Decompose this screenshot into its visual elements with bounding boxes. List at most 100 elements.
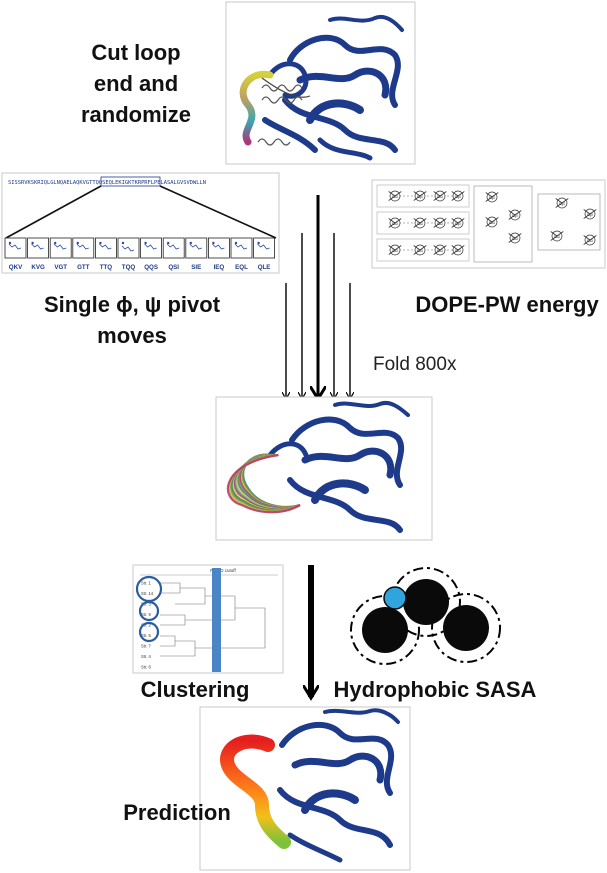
prediction-panel (199, 706, 411, 871)
step-prediction-label: Prediction (123, 800, 231, 825)
fragment-label-5: TQQ (122, 264, 136, 271)
svg-text:Cα: Cα (392, 248, 398, 253)
svg-text:Cβ: Cβ (417, 194, 423, 199)
atom-1b: Cα (413, 217, 427, 229)
dendrogram-leaf-3: Str. 9 (141, 612, 151, 617)
step-cut-loop-line-2: end and (94, 71, 178, 96)
step-cut-loop-line-1: Cut loop (91, 40, 180, 65)
dendrogram-leaf-8: Str. 6 (141, 665, 151, 670)
step-pivot-moves-line-2: moves (97, 323, 167, 348)
atom-0d: Cβ (451, 190, 465, 202)
dendrogram-panel: RMSD cutoff Str. 1 Str. 14 Str. 3 Str. 9 Str… (132, 564, 284, 674)
svg-text:Cα: Cα (554, 234, 560, 239)
step-fold-label: Fold 800x (373, 354, 457, 375)
dendrogram-cutoff-label: RMSD cutoff (210, 568, 236, 573)
ca-atom-0c: Cα (433, 190, 447, 202)
fragment-label-11: QLE (258, 264, 271, 271)
fragment-4: TTQ (95, 237, 117, 271)
svg-text:Cβ: Cβ (455, 194, 461, 199)
sequence-window-highlight (100, 176, 161, 187)
atom-2b: Cα (413, 244, 427, 256)
protein-ribbon-prediction (277, 708, 400, 863)
svg-text:Cα: Cα (512, 236, 518, 241)
svg-text:Cβ: Cβ (455, 221, 461, 226)
ca-atom-right-1: Cα (550, 230, 564, 242)
svg-text:Cα: Cα (437, 248, 443, 253)
fragment-row: QKV KVG VGT GTT TTQ TQQ QQS QSI SIE IEQ EQL QLE (4, 237, 276, 271)
ca-atom-1a: Cα (388, 217, 402, 229)
dendrogram-leaf-1: Str. 14 (141, 591, 154, 596)
ca-atom-mid-1: Cα (485, 216, 499, 228)
fragment-label-3: GTT (77, 264, 90, 271)
loop-ensemble (226, 453, 301, 514)
hydrophobic-atom-2 (403, 579, 449, 625)
dendrogram-leaf-6: Str. 7 (141, 644, 151, 649)
step-pivot-moves-line-1: Single ϕ, ψ pivot (44, 292, 221, 317)
dendrogram-leaf-7: Str. 4 (141, 654, 151, 659)
fragment-label-10: EQL (235, 264, 248, 271)
fragment-11: QLE (253, 237, 276, 271)
svg-text:Cα: Cα (587, 238, 593, 243)
atom-1d: Cβ (451, 217, 465, 229)
fragment-0: QKV (4, 237, 27, 271)
cluster-circle-2 (138, 600, 160, 622)
svg-text:Cα: Cα (437, 221, 443, 226)
fragment-8: SIE (185, 237, 208, 271)
step-cut-loop-line-3: randomize (81, 102, 191, 127)
svg-text:Cβ: Cβ (489, 195, 495, 200)
ca-atom-2c: Cα (433, 244, 447, 256)
hydrophobic-atom-3 (443, 605, 489, 651)
svg-text:Cα: Cα (455, 248, 461, 253)
svg-text:Cα: Cα (417, 221, 423, 226)
cb-atom-right-1: Cβ (555, 197, 569, 209)
protein-ribbon-ensemble (267, 401, 410, 533)
fragment-9: IEQ (207, 237, 230, 271)
dendrogram-leaf-0: Str. 1 (141, 581, 151, 586)
fragment-label-2: VGT (54, 264, 67, 271)
fragment-6: QQS (140, 237, 163, 271)
step-energy-label: DOPE-PW energy (415, 292, 599, 317)
dendrogram-leaf-2: Str. 3 (141, 602, 151, 607)
ca-atom-mid-2: Cα (508, 232, 522, 244)
step-clustering-label: Clustering (141, 677, 250, 702)
fragment-label-7: QSI (168, 264, 179, 271)
ca-atom-0a: Cα (388, 190, 402, 202)
fragment-5: TQQ (117, 237, 140, 271)
fragment-label-4: TTQ (100, 264, 113, 271)
step-sasa-label: Hydrophobic SASA (334, 677, 537, 702)
fragment-label-1: KVG (31, 264, 45, 271)
ca-atom-right-2: Cα (583, 234, 597, 246)
sequence-panel: SISSRVKSKRIQLGLNQAELAQKVGTTQQSEQLEKIGKTK… (1, 172, 280, 274)
polar-atom (383, 586, 407, 610)
sasa-diagram (350, 567, 501, 665)
cb-atom-mid-2: Cβ (508, 209, 522, 221)
atom-2d: Cα (451, 244, 465, 256)
ensemble-panel (215, 396, 433, 541)
cluster-circle-3 (138, 621, 160, 643)
cb-atom-right-2: Cβ (583, 208, 597, 220)
svg-text:Cβ: Cβ (559, 201, 565, 206)
svg-text:Cβ: Cβ (587, 212, 593, 217)
protein-panel-cut-loop (225, 1, 416, 165)
fragment-10: EQL (230, 237, 253, 271)
fragment-label-6: QQS (144, 264, 158, 271)
cb-atom-mid-1: Cβ (485, 191, 499, 203)
hydrophobic-atom-1 (362, 607, 408, 653)
randomized-loop (239, 70, 311, 146)
svg-text:Cα: Cα (437, 194, 443, 199)
dendrogram-leaf-5: Str. 5 (141, 633, 151, 638)
fragment-2: VGT (49, 237, 72, 271)
svg-text:Cα: Cα (489, 220, 495, 225)
dendrogram-branches (160, 582, 266, 657)
fragment-3: GTT (72, 237, 95, 271)
fragment-1: KVG (27, 237, 50, 271)
fold-arrows (286, 195, 350, 398)
fragment-label-8: SIE (191, 264, 201, 271)
protein-sequence: SISSRVKSKRIQLGLNQAELAQKVGTTQQSEQLEKIGKTK… (8, 180, 206, 186)
ca-atom-1c: Cα (433, 217, 447, 229)
dendrogram-leaf-4: Str. 2 (141, 623, 151, 628)
